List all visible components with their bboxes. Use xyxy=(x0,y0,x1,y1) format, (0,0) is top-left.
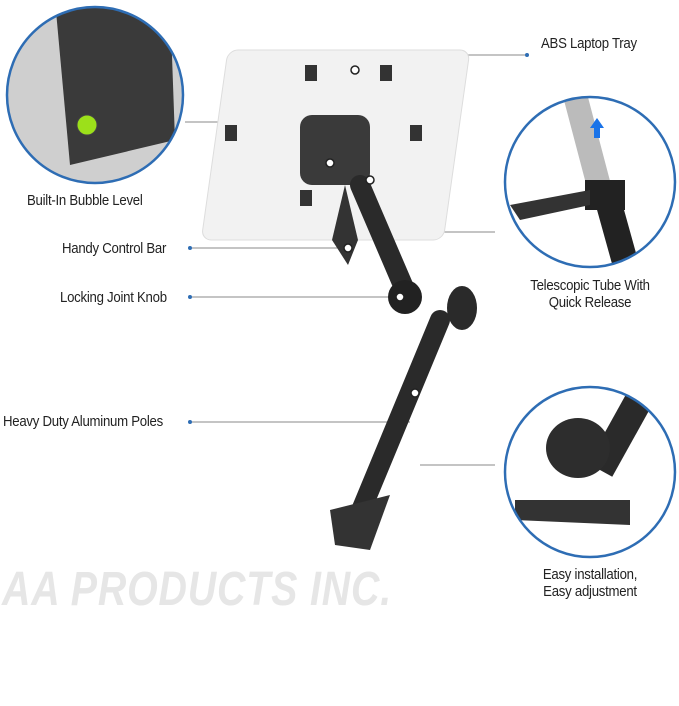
label-laptop-tray: ABS Laptop Tray xyxy=(541,35,637,52)
base-clamp xyxy=(330,495,390,550)
label-aluminum-poles: Heavy Duty Aluminum Poles xyxy=(3,413,163,430)
arrow-up-icon xyxy=(590,118,604,138)
watermark: AA PRODUCTS INC. xyxy=(2,563,392,616)
label-telescopic-tube: Telescopic Tube With Quick Release xyxy=(511,277,669,311)
label-telescopic-line2: Quick Release xyxy=(548,294,632,311)
label-joint-knob: Locking Joint Knob xyxy=(60,289,167,306)
label-bubble-level: Built-In Bubble Level xyxy=(27,192,143,209)
label-telescopic-line1: Telescopic Tube With xyxy=(530,277,650,294)
tilt-head xyxy=(300,115,370,185)
label-control-bar: Handy Control Bar xyxy=(62,240,167,257)
bubble-level-icon xyxy=(76,114,98,136)
label-easy-installation: Easy installation, Easy adjustment xyxy=(511,566,669,600)
upper-arm xyxy=(350,175,415,300)
label-install-line2: Easy adjustment xyxy=(543,583,637,600)
locking-joint-knob xyxy=(388,280,422,314)
telescopic-tube-detail xyxy=(503,95,677,269)
tray-clamps xyxy=(225,65,422,206)
label-install-line1: Easy installation, xyxy=(542,566,638,583)
clamp-detail xyxy=(503,385,677,559)
lower-pole xyxy=(345,310,450,535)
bubble-level-detail xyxy=(5,5,185,185)
